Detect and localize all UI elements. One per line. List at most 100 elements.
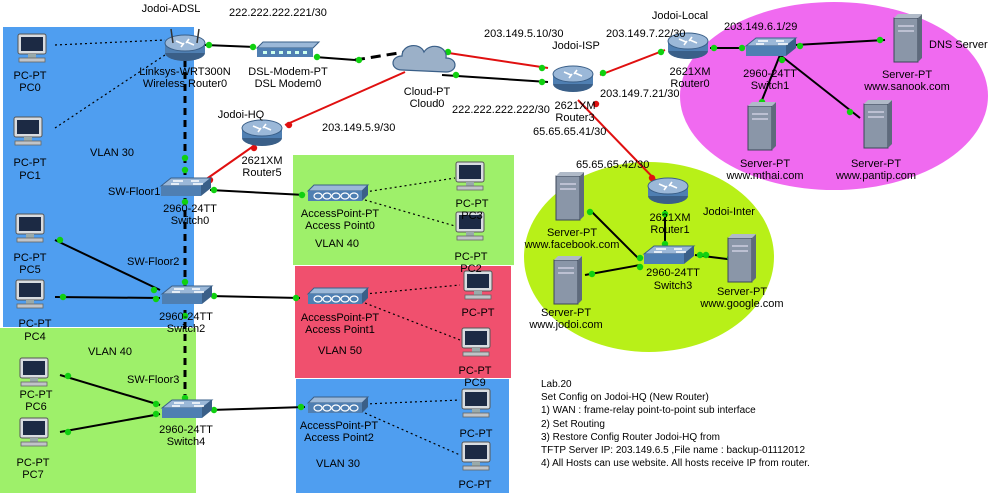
pc-icon <box>461 441 491 471</box>
network-link <box>314 56 356 61</box>
network-link <box>779 54 861 119</box>
server-icon <box>555 172 584 221</box>
access-point-icon <box>306 396 370 413</box>
ip-label-adsl-wan: 222.222.222.221/30 <box>229 7 327 19</box>
note-line: 2) Set Routing <box>541 418 605 430</box>
name-pc1: PC1 <box>19 170 41 182</box>
model-pc0: PC-PT <box>13 70 47 82</box>
zone-label-dns-server: DNS Server <box>929 39 988 51</box>
network-link <box>59 374 161 406</box>
name-pc0: PC0 <box>19 82 41 94</box>
model-switch2: 2960-24TT <box>159 311 213 323</box>
model-pc2: PC-PT <box>454 251 488 263</box>
pc-icon <box>19 417 49 447</box>
name-srv-mthai: www.mthai.com <box>726 170 804 182</box>
port-status-light <box>298 191 306 199</box>
model-pc4: PC-PT <box>18 318 52 330</box>
router-icon <box>552 65 594 92</box>
name-ap0: Access Point0 <box>305 220 375 232</box>
port-status-light <box>152 400 160 408</box>
network-link <box>759 54 781 106</box>
port-status-light <box>796 42 804 50</box>
network-link <box>54 239 161 291</box>
model-pc5: PC-PT <box>13 252 47 264</box>
hostname-sw-floor3: SW-Floor3 <box>127 374 180 386</box>
network-link <box>284 71 406 126</box>
network-link <box>364 412 461 456</box>
server-icon <box>863 100 892 149</box>
model-router3: 2621XM <box>554 100 596 112</box>
network-link <box>441 51 549 69</box>
name-router1: Router1 <box>650 224 690 236</box>
port-status-light <box>285 121 293 129</box>
model-srv-jodoi: Server-PT <box>540 307 592 319</box>
network-link <box>54 54 166 129</box>
name-router3: Router3 <box>555 112 595 124</box>
network-link <box>441 74 549 83</box>
port-status-light <box>181 154 189 162</box>
port-status-light <box>657 48 665 56</box>
pc-icon <box>15 279 45 309</box>
network-link <box>364 199 456 227</box>
name-pc2: PC2 <box>460 263 482 275</box>
model-router1: 2621XM <box>649 212 691 224</box>
ip-label-isp-cloud: 222.222.222.222/30 <box>452 104 550 116</box>
model-dsl-modem0: DSL-Modem-PT <box>248 66 328 78</box>
name-ap1: Access Point1 <box>305 324 375 336</box>
name-pc4: PC4 <box>24 331 46 343</box>
name-pc7: PC7 <box>22 469 44 481</box>
port-status-light <box>181 198 189 206</box>
pc-icon <box>461 327 491 357</box>
port-status-light <box>538 78 546 86</box>
network-link <box>364 284 461 295</box>
note-line: 3) Restore Config Router Jodoi-HQ from <box>541 431 720 443</box>
port-status-light <box>313 53 321 61</box>
network-link <box>364 177 456 193</box>
zone-label-vlan30-ap2: VLAN 30 <box>316 458 361 470</box>
network-link <box>577 99 666 191</box>
network-link <box>209 189 306 196</box>
port-status-light <box>210 406 218 414</box>
switch-icon <box>160 285 214 304</box>
hostname-sw-floor1: SW-Floor1 <box>108 186 161 198</box>
hostname-jodoi-hq: Jodoi-HQ <box>217 109 265 121</box>
name-pc9: PC9 <box>464 377 486 389</box>
name-srv-sanook: www.sanook.com <box>864 81 950 93</box>
hostname-jodoi-local: Jodoi-Local <box>651 10 709 22</box>
note-line: 1) WAN : frame-relay point-to-point sub … <box>541 405 756 417</box>
hostname-jodoi-adsl: Jodoi-ADSL <box>141 3 201 15</box>
server-icon <box>727 234 756 283</box>
router-icon <box>647 177 689 204</box>
model-switch3: 2960-24TT <box>646 267 700 279</box>
note-line: 4) All Hosts can use website. All hosts … <box>541 458 810 470</box>
port-status-light <box>710 44 718 52</box>
port-status-light <box>586 208 594 216</box>
port-status-light <box>538 64 546 72</box>
model-pc1: PC-PT <box>13 157 47 169</box>
dsl-modem-icon <box>255 41 321 57</box>
pc-icon <box>461 388 491 418</box>
port-status-light <box>696 251 704 259</box>
port-status-light <box>452 71 460 79</box>
server-icon <box>747 102 776 151</box>
port-status-light <box>292 294 300 302</box>
network-link <box>204 44 256 48</box>
model-srv-google: Server-PT <box>716 286 768 298</box>
pc-icon <box>13 116 43 146</box>
switch-icon <box>642 245 696 264</box>
hostname-jodoi-isp: Jodoi-ISP <box>552 40 600 52</box>
network-link <box>364 302 461 341</box>
note-line: Set Config on Jodoi-HQ (New Router) <box>541 392 709 404</box>
port-status-light <box>250 144 258 152</box>
ip-label-isp-local-side: 203.149.7.21/30 <box>600 88 680 100</box>
model-pc-ap1b: PC-PT <box>458 365 492 377</box>
network-link <box>209 295 301 299</box>
port-status-light <box>297 403 305 411</box>
dns-server-zone <box>680 2 988 190</box>
port-status-light <box>210 292 218 300</box>
port-status-light <box>778 56 786 64</box>
network-link <box>364 399 461 405</box>
network-link <box>204 144 256 181</box>
port-status-light <box>205 41 213 49</box>
